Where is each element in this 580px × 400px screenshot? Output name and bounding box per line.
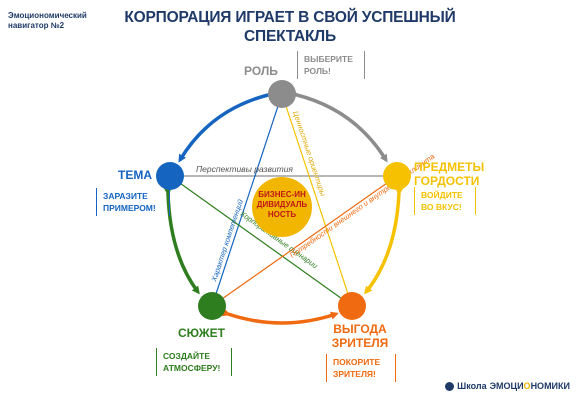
- arrow-pride-benefit: [364, 187, 404, 295]
- node-benefit: [338, 292, 366, 320]
- note-benefit-text: ПОКОРИТЕ ЗРИТЕЛЯ!: [333, 357, 381, 379]
- arrow-theme-plot: [163, 187, 200, 295]
- note-pride-text: ВОЙДИТЕ ВО ВКУС!: [421, 190, 463, 212]
- copyright-icon: [445, 381, 455, 391]
- arrow-role-pride: [291, 89, 388, 163]
- link-label-development: Перспективы развития: [196, 164, 293, 174]
- note-pride: ВОЙДИТЕ ВО ВКУС!: [414, 187, 476, 215]
- navigator-label: Эмоциономический навигатор №2: [8, 11, 87, 30]
- node-label-benefit: ВЫГОДА ЗРИТЕЛЯ: [331, 322, 389, 350]
- node-theme: [156, 162, 184, 190]
- node-label-plot: СЮЖЕТ: [178, 326, 225, 340]
- note-role-text: ВЫБЕРИТЕ РОЛЬ!: [304, 54, 353, 76]
- link-label-competence: Характер компетенций: [209, 197, 245, 283]
- node-label-pride: ПРЕДМЕТЫ ГОРДОСТИ: [414, 160, 485, 188]
- node-role: [268, 80, 296, 108]
- note-plot-text: СОЗДАЙТЕ АТМОСФЕРУ!: [163, 351, 221, 373]
- note-benefit: ПОКОРИТЕ ЗРИТЕЛЯ!: [326, 354, 396, 382]
- brand-part-o: О: [523, 381, 531, 391]
- node-label-role: РОЛЬ: [244, 64, 278, 78]
- note-theme-text: ЗАРАЗИТЕ ПРИМЕРОМ!: [103, 191, 156, 213]
- node-pride: [383, 162, 411, 190]
- center-text: БИЗНЕС-ИНДИВИДУАЛЬНОСТЬ: [256, 190, 308, 219]
- node-plot: [198, 292, 226, 320]
- page-title: КОРПОРАЦИЯ ИГРАЕТ В СВОЙ УСПЕШНЫЙ СПЕКТА…: [124, 9, 456, 45]
- node-label-theme: ТЕМА: [118, 168, 152, 182]
- footer-prefix: Школа: [457, 381, 487, 391]
- brand-part-b: НОМИКИ: [530, 381, 570, 391]
- note-role: ВЫБЕРИТЕ РОЛЬ!: [297, 51, 365, 79]
- brand-part-a: ЭМОЦИ: [489, 381, 524, 391]
- note-theme: ЗАРАЗИТЕ ПРИМЕРОМ!: [96, 188, 170, 216]
- note-plot: СОЗДАЙТЕ АТМОСФЕРУ!: [156, 348, 232, 376]
- center-circle: [252, 177, 312, 237]
- arrow-plot-benefit: [221, 308, 339, 325]
- footer-brand: Школа ЭМОЦИОНОМИКИ: [445, 381, 570, 391]
- arrow-role-theme: [178, 89, 274, 163]
- link-theme-benefit: [169, 175, 353, 307]
- footer-brand-name: ЭМОЦИОНОМИКИ: [490, 381, 570, 391]
